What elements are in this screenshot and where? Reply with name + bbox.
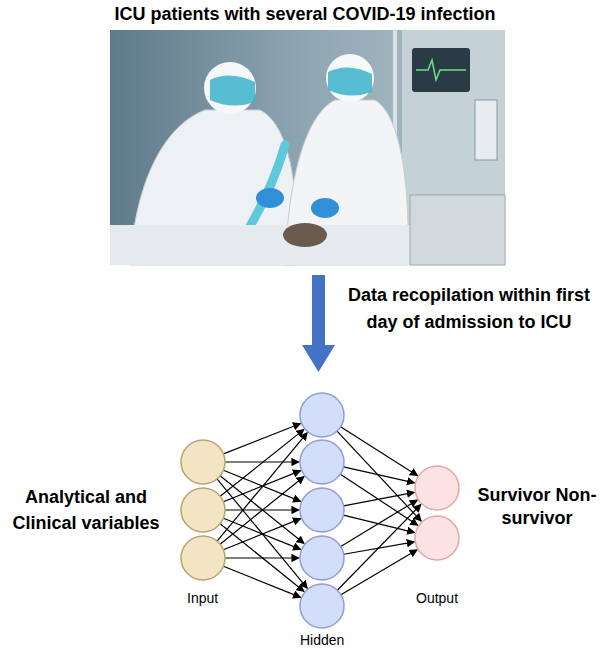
glove <box>311 198 339 218</box>
visor-left <box>210 75 255 105</box>
network-link <box>223 423 300 453</box>
network-link <box>225 557 299 558</box>
input-neuron <box>181 536 225 580</box>
network-link <box>217 433 307 541</box>
neural-network <box>181 393 459 628</box>
network-link <box>344 492 415 506</box>
hidden-neuron <box>300 440 344 484</box>
hidden-neuron <box>300 584 344 628</box>
device <box>475 100 497 160</box>
network-link <box>223 518 300 549</box>
output-neuron <box>415 516 459 560</box>
bed <box>110 225 410 265</box>
layer-name: Input <box>187 589 218 607</box>
title: ICU patients with several COVID-19 infec… <box>0 3 610 26</box>
layer-name: Output <box>416 589 458 607</box>
network-link <box>223 519 300 550</box>
wall-equipment <box>402 30 505 265</box>
output-note: Survivor Non-survivor <box>468 484 606 531</box>
glove <box>256 188 284 208</box>
hidden-neuron <box>300 488 344 532</box>
input-neuron <box>181 440 225 484</box>
hood-left <box>204 62 256 114</box>
visor-right <box>328 67 372 95</box>
input-note: Analytical and Clinical variables <box>2 484 170 536</box>
network-link <box>343 467 414 483</box>
network-link <box>341 500 418 547</box>
network-link <box>223 470 300 501</box>
arrow-shaft <box>312 275 325 347</box>
network-link <box>337 431 421 521</box>
arrow-head <box>302 345 335 372</box>
network-link <box>217 479 307 588</box>
hidden-neuron <box>300 393 344 437</box>
tube <box>245 145 285 235</box>
hidden-neuron <box>300 536 344 580</box>
patient-head <box>283 223 327 247</box>
input-neuron <box>181 488 225 532</box>
monitor <box>412 48 470 92</box>
step-note: Data recopilation within first day of ad… <box>332 282 606 336</box>
photo-ground <box>110 30 505 265</box>
network-link <box>341 550 417 595</box>
network-link <box>223 566 300 597</box>
monitor-trace <box>416 60 466 80</box>
icu-photo <box>110 30 505 265</box>
layer-name: Hidden <box>300 631 344 649</box>
network-link <box>337 504 421 590</box>
output-neuron <box>415 466 459 510</box>
down-arrow <box>302 275 335 372</box>
bed-rail <box>410 195 505 265</box>
hood-right <box>326 54 374 102</box>
